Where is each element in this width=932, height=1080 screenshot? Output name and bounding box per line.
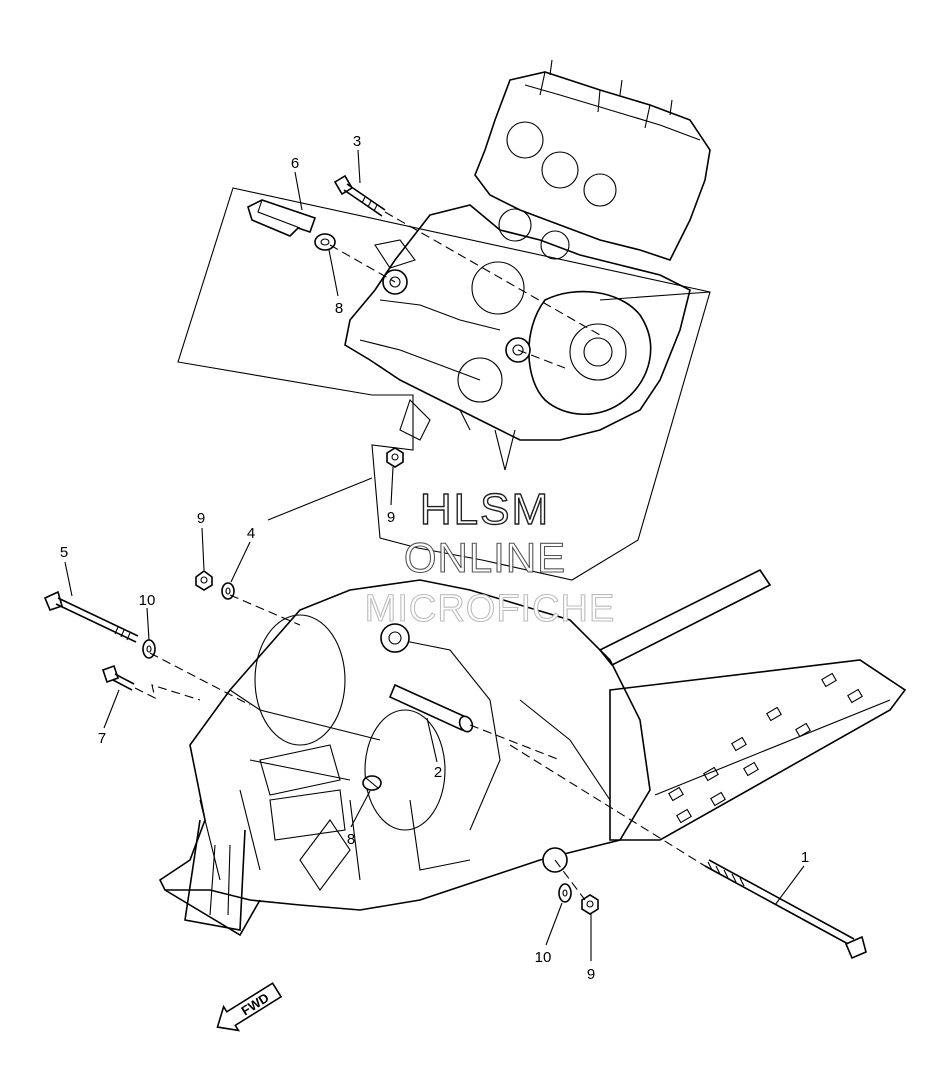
callout-8-upper: 8	[335, 300, 343, 317]
callout-10-left: 10	[139, 592, 156, 609]
callout-8-lower: 8	[347, 831, 355, 848]
fwd-arrow-icon: FWD	[216, 982, 283, 1032]
watermark-line-1: HLSM	[420, 485, 550, 534]
callout-1: 1	[801, 849, 809, 866]
frame-illustration	[158, 568, 907, 937]
watermark: HLSM ONLINE MICROFICHE	[364, 484, 616, 630]
part-9-nut-mid	[386, 447, 404, 468]
part-3-bolt	[333, 174, 386, 217]
callout-3: 3	[353, 133, 361, 150]
callout-9-mid: 9	[387, 509, 395, 526]
callout-2: 2	[434, 764, 442, 781]
part-2-collar	[388, 683, 474, 733]
watermark-line-3: MICROFICHE	[365, 588, 616, 630]
part-10-washer-left	[142, 639, 156, 659]
watermark-line-2: ONLINE	[404, 534, 566, 581]
part-10-washer-lower	[558, 883, 572, 903]
engine-assembly-outline	[177, 187, 711, 581]
part-4-washer	[221, 582, 235, 600]
callout-7: 7	[98, 730, 106, 747]
callout-9-lower: 9	[587, 966, 595, 983]
callout-4: 4	[247, 525, 255, 542]
engine-illustration	[344, 59, 711, 471]
callout-5: 5	[60, 544, 68, 561]
leader-lines	[64, 149, 805, 961]
part-7-bolt	[101, 664, 135, 691]
part-9-nut-lower	[581, 894, 599, 915]
part-6-bracket	[247, 199, 317, 237]
assembly-centerlines	[134, 211, 706, 901]
part-8-nut-lower	[362, 775, 382, 791]
callout-9-left: 9	[197, 510, 205, 527]
callout-10-lower: 10	[535, 949, 552, 966]
part-9-nut-left	[195, 570, 213, 591]
part-1-long-bolt	[704, 859, 867, 960]
callout-6: 6	[291, 155, 299, 172]
part-8-nut-upper	[314, 233, 336, 251]
part-5-long-bolt	[43, 590, 139, 643]
